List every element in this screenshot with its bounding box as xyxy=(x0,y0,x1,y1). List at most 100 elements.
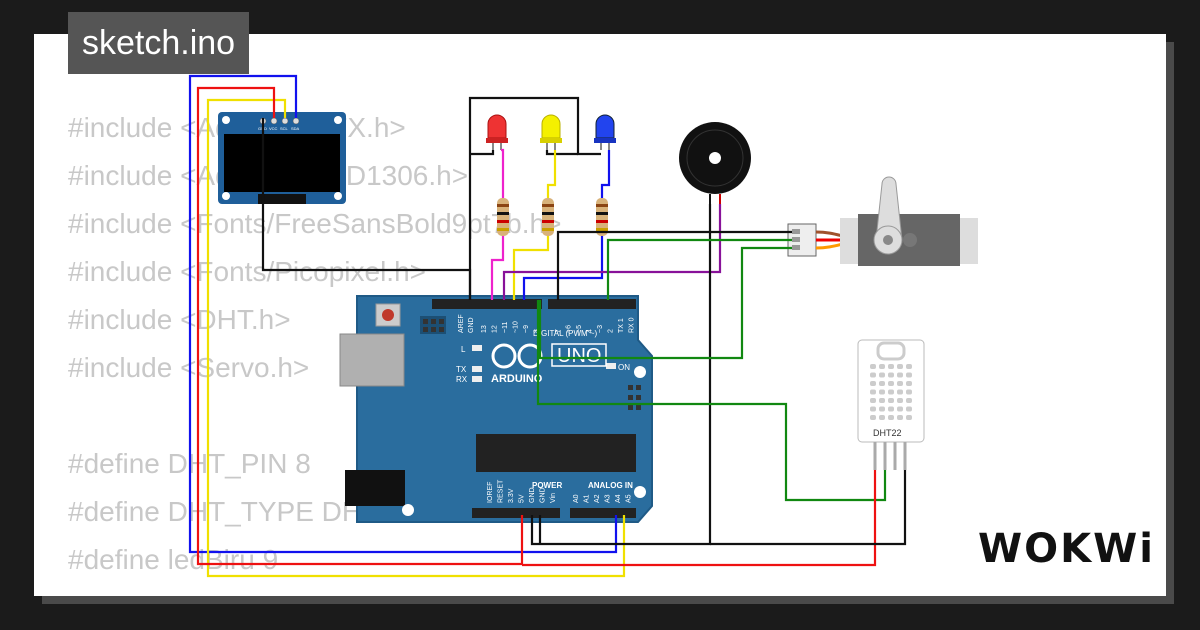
canvas-card: #include <Adafruit_GFX.h>#include <Adafr… xyxy=(34,34,1166,596)
pin-label: ~6 xyxy=(566,325,573,333)
wire-res1-magenta xyxy=(490,236,505,300)
dht-vent xyxy=(897,415,903,420)
pin-label: A0 xyxy=(573,494,580,503)
dht-vent xyxy=(906,381,912,386)
pin-label: IOREF xyxy=(487,482,494,503)
wire-led-red-magenta xyxy=(501,148,505,198)
code-line: #define DHT_PIN 8 xyxy=(68,448,311,479)
code-line: #include <Servo.h> xyxy=(68,352,310,383)
dht-vent xyxy=(870,364,876,369)
analog-label: ANALOG IN xyxy=(588,481,633,490)
dht-vent xyxy=(870,389,876,395)
dht22-sensor[interactable]: DHT22 xyxy=(857,339,925,470)
wire-servo-green-2 xyxy=(538,246,792,360)
led-yellow[interactable] xyxy=(540,114,562,150)
led-blue[interactable] xyxy=(594,114,616,150)
dht-vent xyxy=(888,364,894,369)
wire-led-yellow xyxy=(546,150,557,198)
dht-vent xyxy=(888,398,894,403)
wire-led-gnd-black xyxy=(468,96,601,300)
wire-dht-red xyxy=(522,470,877,567)
pin-label: TX 1 xyxy=(618,318,625,333)
wire-servo-red xyxy=(752,250,792,300)
dht-vent xyxy=(879,372,885,378)
wire-oled-sda-blue xyxy=(188,74,618,554)
pin-label: ~5 xyxy=(576,325,583,333)
dht-vent xyxy=(906,364,912,369)
oled-pin-label: VCC xyxy=(269,126,278,131)
dht-vent xyxy=(870,415,876,420)
digital-header-a xyxy=(432,299,542,309)
pin-label: A5 xyxy=(626,494,633,503)
pin-label: 7 xyxy=(555,329,562,333)
board-model: UNO xyxy=(557,345,601,367)
dht-vent xyxy=(870,406,876,412)
pin-label: 2 xyxy=(608,329,615,333)
file-tab-title[interactable]: sketch.ino xyxy=(68,12,250,74)
wokwi-logo: WOKWi xyxy=(978,526,1155,572)
pin-label: ~3 xyxy=(597,325,604,333)
tx-label: TX xyxy=(456,365,467,374)
dht-vent xyxy=(870,372,876,378)
dht-vent xyxy=(879,364,885,369)
wire-led-blue xyxy=(600,150,611,198)
pin-label: GND xyxy=(540,487,547,503)
dht-vent xyxy=(906,415,912,420)
dht-label: DHT22 xyxy=(873,428,902,438)
gnd-label: GND xyxy=(468,317,475,333)
wire-buzzer-black xyxy=(530,204,712,546)
dht-vent xyxy=(888,406,894,412)
pin-label: A4 xyxy=(615,494,622,503)
arduino-uno-board[interactable]: ARDUINO UNO DIGITAL (PWM ~) ON L TX RX P… xyxy=(339,295,653,523)
aref-label: AREF xyxy=(458,314,465,333)
dht-vent xyxy=(879,398,885,403)
board-brand: ARDUINO xyxy=(491,373,543,385)
digital-header-b xyxy=(548,299,636,309)
pin-label: ~10 xyxy=(513,321,520,333)
wire-oled-gnd-black xyxy=(261,118,358,272)
led-red[interactable] xyxy=(486,114,508,150)
circuit-diagram[interactable]: ARDUINO UNO DIGITAL (PWM ~) ON L TX RX P… xyxy=(34,34,1166,596)
usb-port xyxy=(339,333,405,387)
rx-label: RX xyxy=(456,375,468,384)
power-header xyxy=(472,508,560,518)
dht-vent xyxy=(879,415,885,420)
pin-label: 12 xyxy=(492,325,499,333)
code-line: #define ledBiru 9 xyxy=(68,544,279,575)
pin-label: A2 xyxy=(594,494,601,503)
resistor-3[interactable] xyxy=(596,190,608,248)
pin-label: 5V xyxy=(519,494,526,503)
analog-header xyxy=(570,508,636,518)
buzzer[interactable] xyxy=(679,122,751,204)
oled-pin-label: SCL xyxy=(280,126,289,131)
power-label: POWER xyxy=(532,481,562,490)
wire-servo-green xyxy=(606,238,792,300)
dht-vent xyxy=(879,389,885,395)
icsp2-header xyxy=(628,385,641,410)
dht-vent xyxy=(906,398,912,403)
dht-vent xyxy=(897,364,903,369)
dht-vent xyxy=(870,398,876,403)
dht-vent xyxy=(906,372,912,378)
wires xyxy=(188,74,907,578)
pin-label: Vin xyxy=(550,493,557,503)
atmega-chip xyxy=(476,434,636,472)
dht-vent xyxy=(897,406,903,412)
pin-label: ~11 xyxy=(502,322,509,333)
dht-vent xyxy=(897,398,903,403)
wire-res2-yellow xyxy=(512,236,550,300)
icsp-header xyxy=(420,316,446,334)
on-label: ON xyxy=(618,363,630,372)
oled-pin-label: SDA xyxy=(291,126,300,131)
dht-vent xyxy=(879,406,885,412)
oled-screen xyxy=(224,134,340,192)
pin-label: ~9 xyxy=(523,325,530,333)
servo-motor[interactable] xyxy=(787,176,978,266)
pin-label: GND xyxy=(529,487,536,503)
pin-label: 13 xyxy=(481,325,488,333)
digital-header-label: DIGITAL (PWM ~) xyxy=(533,329,598,338)
dht-vent xyxy=(897,389,903,395)
pin-label: 4 xyxy=(587,329,594,333)
